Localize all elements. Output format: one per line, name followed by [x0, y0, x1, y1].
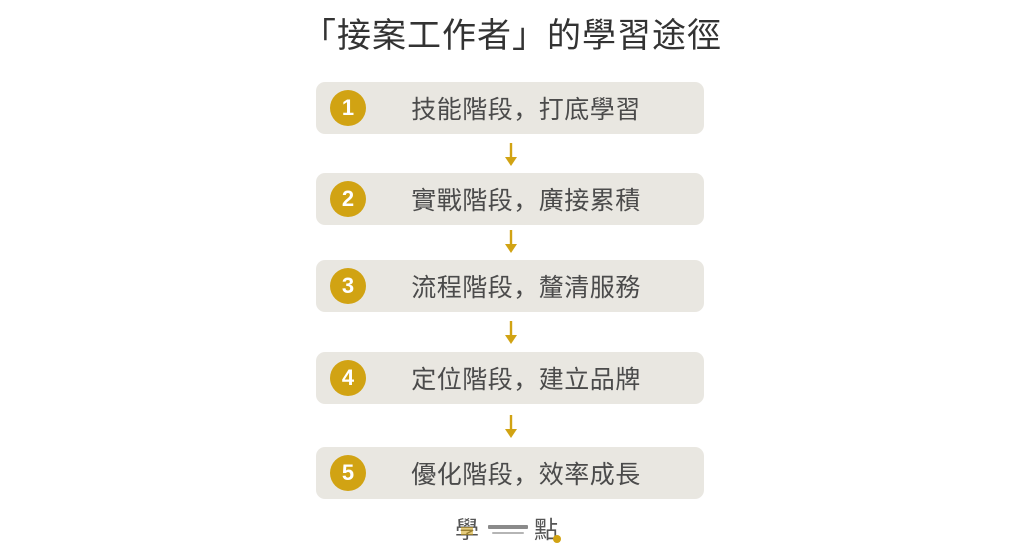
down-arrow-icon: [505, 143, 517, 166]
step-label: 定位階段，建立品牌: [411, 365, 641, 394]
logo-character-icon: 學: [455, 516, 479, 544]
step-number-badge: 5: [330, 455, 366, 491]
logo-character-icon: 點: [534, 516, 561, 544]
step-card-5: 5 優化階段，效率成長: [316, 447, 704, 499]
step-label: 實戰階段，廣接累積: [411, 186, 641, 215]
step-number-badge: 1: [330, 90, 366, 126]
step-label: 優化階段，效率成長: [411, 460, 641, 489]
step-number-badge: 2: [330, 181, 366, 217]
step-number-badge: 3: [330, 268, 366, 304]
down-arrow-icon: [505, 230, 517, 253]
step-number-badge: 4: [330, 360, 366, 396]
step-label: 技能階段，打底學習: [411, 95, 641, 124]
diagram-title: 「接案工作者」的學習途徑: [302, 16, 722, 56]
step-card-3: 3 流程階段，釐清服務: [316, 260, 704, 312]
step-card-1: 1 技能階段，打底學習: [316, 82, 704, 134]
step-label: 流程階段，釐清服務: [411, 273, 641, 302]
brand-logo: 學 點: [446, 512, 576, 548]
down-arrow-icon: [505, 415, 517, 438]
logo-wordmark-icon: [488, 525, 528, 534]
step-card-2: 2 實戰階段，廣接累積: [316, 173, 704, 225]
down-arrow-icon: [505, 321, 517, 344]
step-card-4: 4 定位階段，建立品牌: [316, 352, 704, 404]
